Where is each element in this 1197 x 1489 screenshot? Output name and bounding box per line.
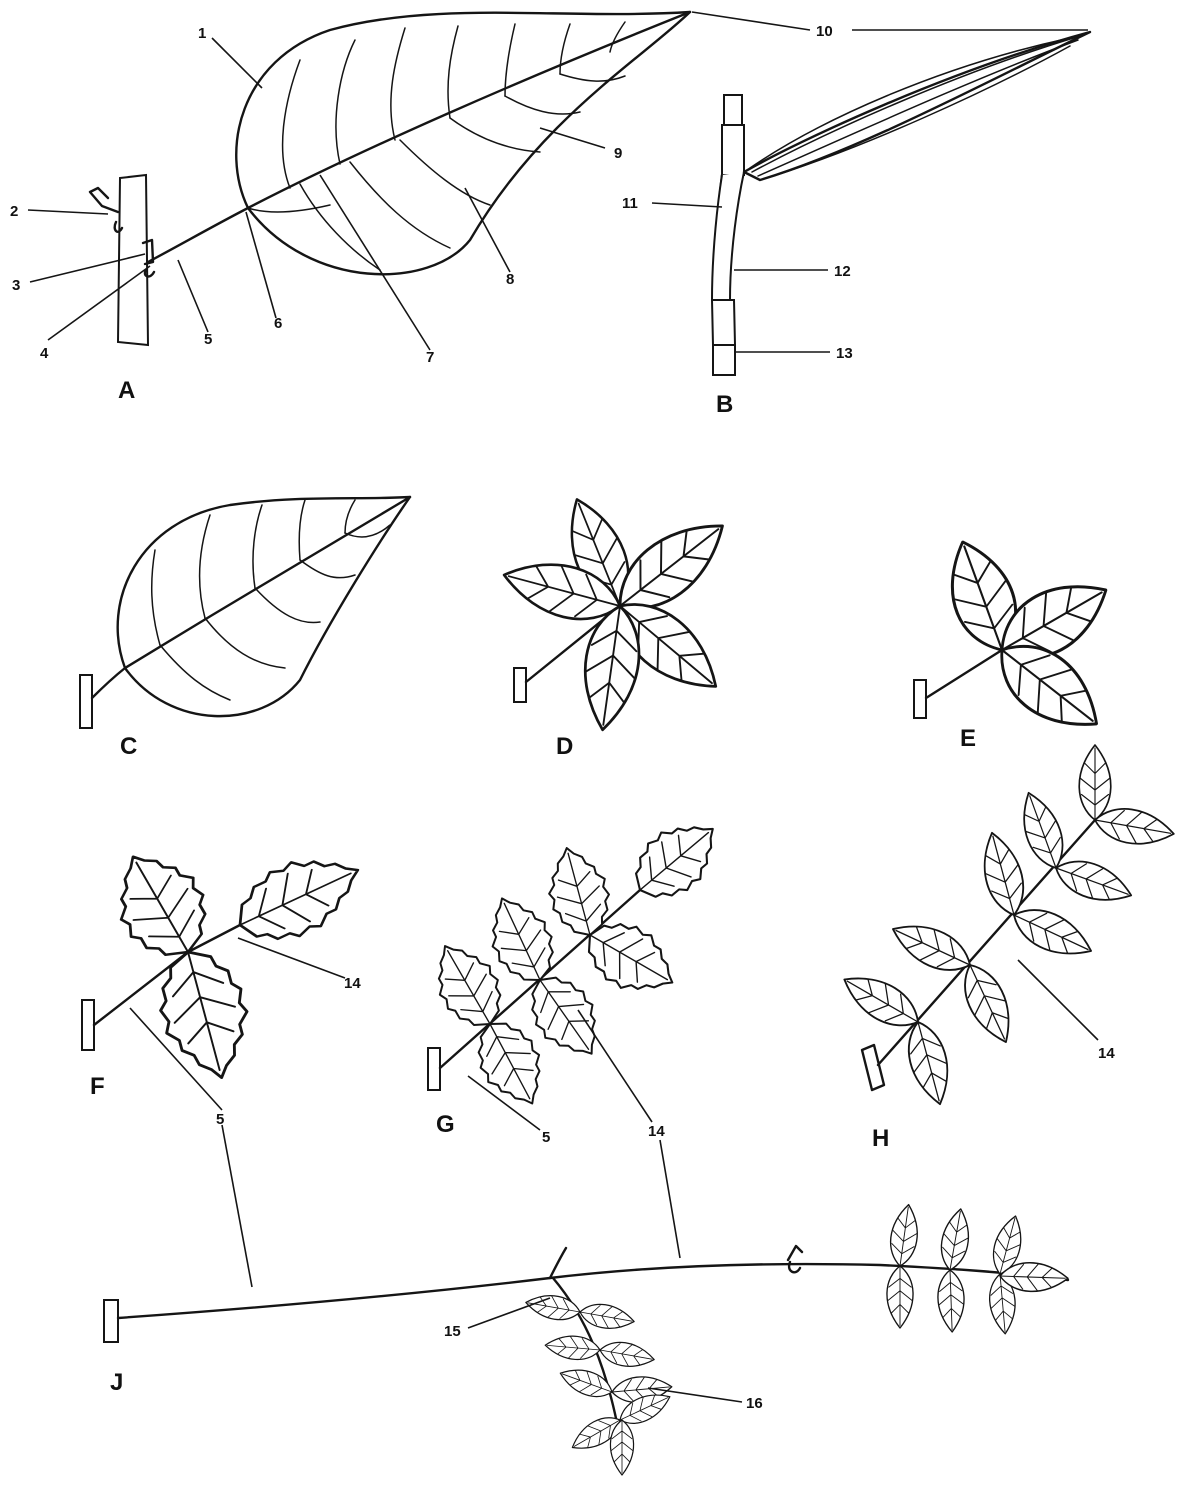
panel-letter-f: F bbox=[90, 1073, 105, 1100]
label-8: 8 bbox=[506, 271, 514, 288]
label-10: 10 bbox=[816, 23, 833, 40]
panel-letter-g: G bbox=[436, 1111, 455, 1138]
label-4: 4 bbox=[40, 345, 49, 362]
panel-c-simple-leaf bbox=[80, 497, 410, 728]
panel-e-trifoliate-compound bbox=[914, 532, 1121, 747]
label-13: 13 bbox=[836, 345, 853, 362]
panel-g-pinnate-serrate bbox=[420, 806, 732, 1117]
panel-letter-d: D bbox=[556, 733, 573, 760]
label-16: 16 bbox=[746, 1395, 763, 1412]
panel-letter-j: J bbox=[110, 1369, 123, 1396]
label-5-g: 5 bbox=[542, 1129, 550, 1146]
panel-letters: A B C D E F G H J bbox=[90, 377, 976, 1396]
panel-a-simple-leaf-on-twig bbox=[90, 12, 690, 345]
panel-d-palmate-compound bbox=[498, 490, 740, 733]
label-5-f: 5 bbox=[216, 1111, 224, 1128]
panel-letter-b: B bbox=[716, 391, 733, 418]
label-3: 3 bbox=[12, 277, 20, 294]
label-1: 1 bbox=[198, 25, 206, 42]
panel-f-trifoliate-serrate bbox=[82, 836, 373, 1088]
label-12: 12 bbox=[834, 263, 851, 280]
panel-letter-a: A bbox=[118, 377, 135, 404]
label-14-g: 14 bbox=[648, 1123, 665, 1140]
panel-h-pinnate-entire bbox=[835, 745, 1176, 1109]
leader-lines bbox=[28, 12, 1098, 1402]
label-15: 15 bbox=[444, 1323, 461, 1340]
label-5: 5 bbox=[204, 331, 212, 348]
panel-letter-e: E bbox=[960, 725, 976, 752]
label-9: 9 bbox=[614, 145, 622, 162]
panel-letter-c: C bbox=[120, 733, 137, 760]
label-7: 7 bbox=[426, 349, 434, 366]
label-14-h: 14 bbox=[1098, 1045, 1115, 1062]
panel-b-grass-leaf-with-sheath bbox=[712, 32, 1090, 375]
label-11: 11 bbox=[622, 195, 638, 212]
panel-j-bipinnate-compound bbox=[104, 1203, 1068, 1475]
label-2: 2 bbox=[10, 203, 18, 220]
panel-letter-h: H bbox=[872, 1125, 889, 1152]
label-6: 6 bbox=[274, 315, 282, 332]
part-number-labels: 1 2 3 4 5 6 7 8 9 10 11 12 13 14 5 5 14 … bbox=[10, 23, 1115, 1412]
label-14-f: 14 bbox=[344, 975, 361, 992]
